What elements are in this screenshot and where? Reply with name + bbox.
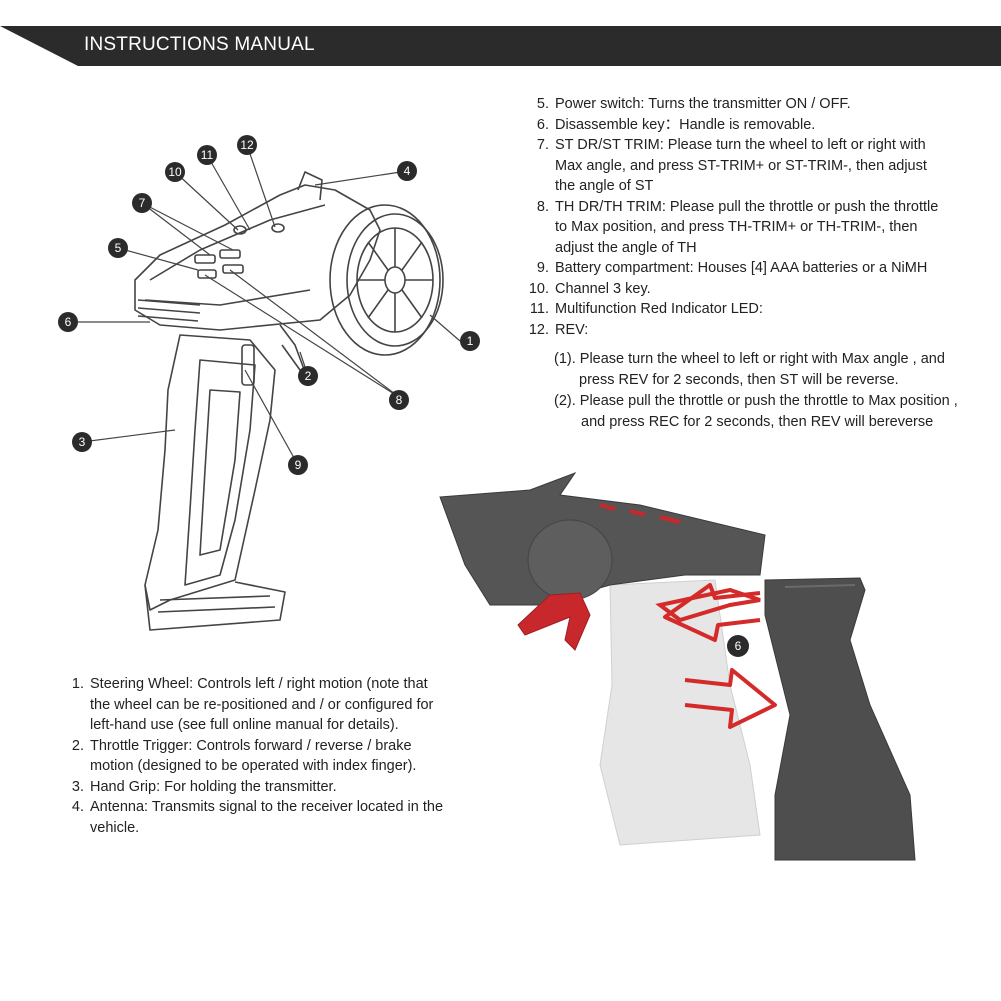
callout-2: 2 [305, 369, 312, 383]
callout-1: 1 [467, 334, 474, 348]
list-item: 9.Battery compartment: Houses [4] AAA ba… [536, 260, 928, 276]
list-item: 12.REV: [528, 321, 589, 338]
callout-3: 3 [79, 435, 86, 449]
callout-8: 8 [396, 393, 403, 407]
list-item: 6.Disassemble key：Handle is removable. [536, 116, 816, 133]
list-item: 3.Hand Grip: For holding the transmitter… [71, 778, 337, 795]
banner-shape [0, 26, 1001, 66]
list-item: 2.Throttle Trigger: Controls forward / r… [71, 737, 417, 775]
list-item: 10.Channel 3 key. [528, 280, 651, 297]
photo-callout-6: 6 [735, 639, 742, 653]
callout-7: 7 [139, 196, 146, 210]
list-item: 5.Power switch: Turns the transmitter ON… [536, 96, 851, 112]
rev-sublist: (1). Please turn the wheel to left or ri… [554, 349, 994, 433]
list-item: 8.TH DR/TH TRIM: Please pull the throttl… [536, 198, 939, 256]
feature-list-left: 1.Steering Wheel: Controls left / right … [58, 674, 488, 838]
header-banner: INSTRUCTIONS MANUAL [0, 26, 1001, 66]
callout-9: 9 [295, 458, 302, 472]
rev-sub-item: (2). Please pull the throttle or push th… [554, 393, 958, 430]
list-item: 7.ST DR/ST TRIM: Please turn the wheel t… [536, 137, 927, 194]
callout-5: 5 [115, 241, 122, 255]
transmitter-diagram: 1 2 3 4 5 6 7 8 9 10 11 12 [58, 135, 480, 631]
callout-6: 6 [65, 315, 72, 329]
list-item: 11.Multifunction Red Indicator LED: [529, 301, 763, 317]
page-title: INSTRUCTIONS MANUAL [84, 34, 315, 55]
rev-sub-item: (1). Please turn the wheel to left or ri… [554, 351, 945, 388]
list-item: 1.Steering Wheel: Controls left / right … [71, 676, 434, 733]
callout-10: 10 [168, 165, 182, 179]
list-item: 4.Antenna: Transmits signal to the recei… [71, 799, 444, 836]
feature-list-right: 5.Power switch: Turns the transmitter ON… [523, 94, 993, 340]
handle-removal-photo: 6 [439, 471, 916, 861]
callout-11: 11 [201, 148, 214, 162]
callout-4: 4 [404, 164, 411, 178]
callout-12: 12 [240, 138, 254, 152]
